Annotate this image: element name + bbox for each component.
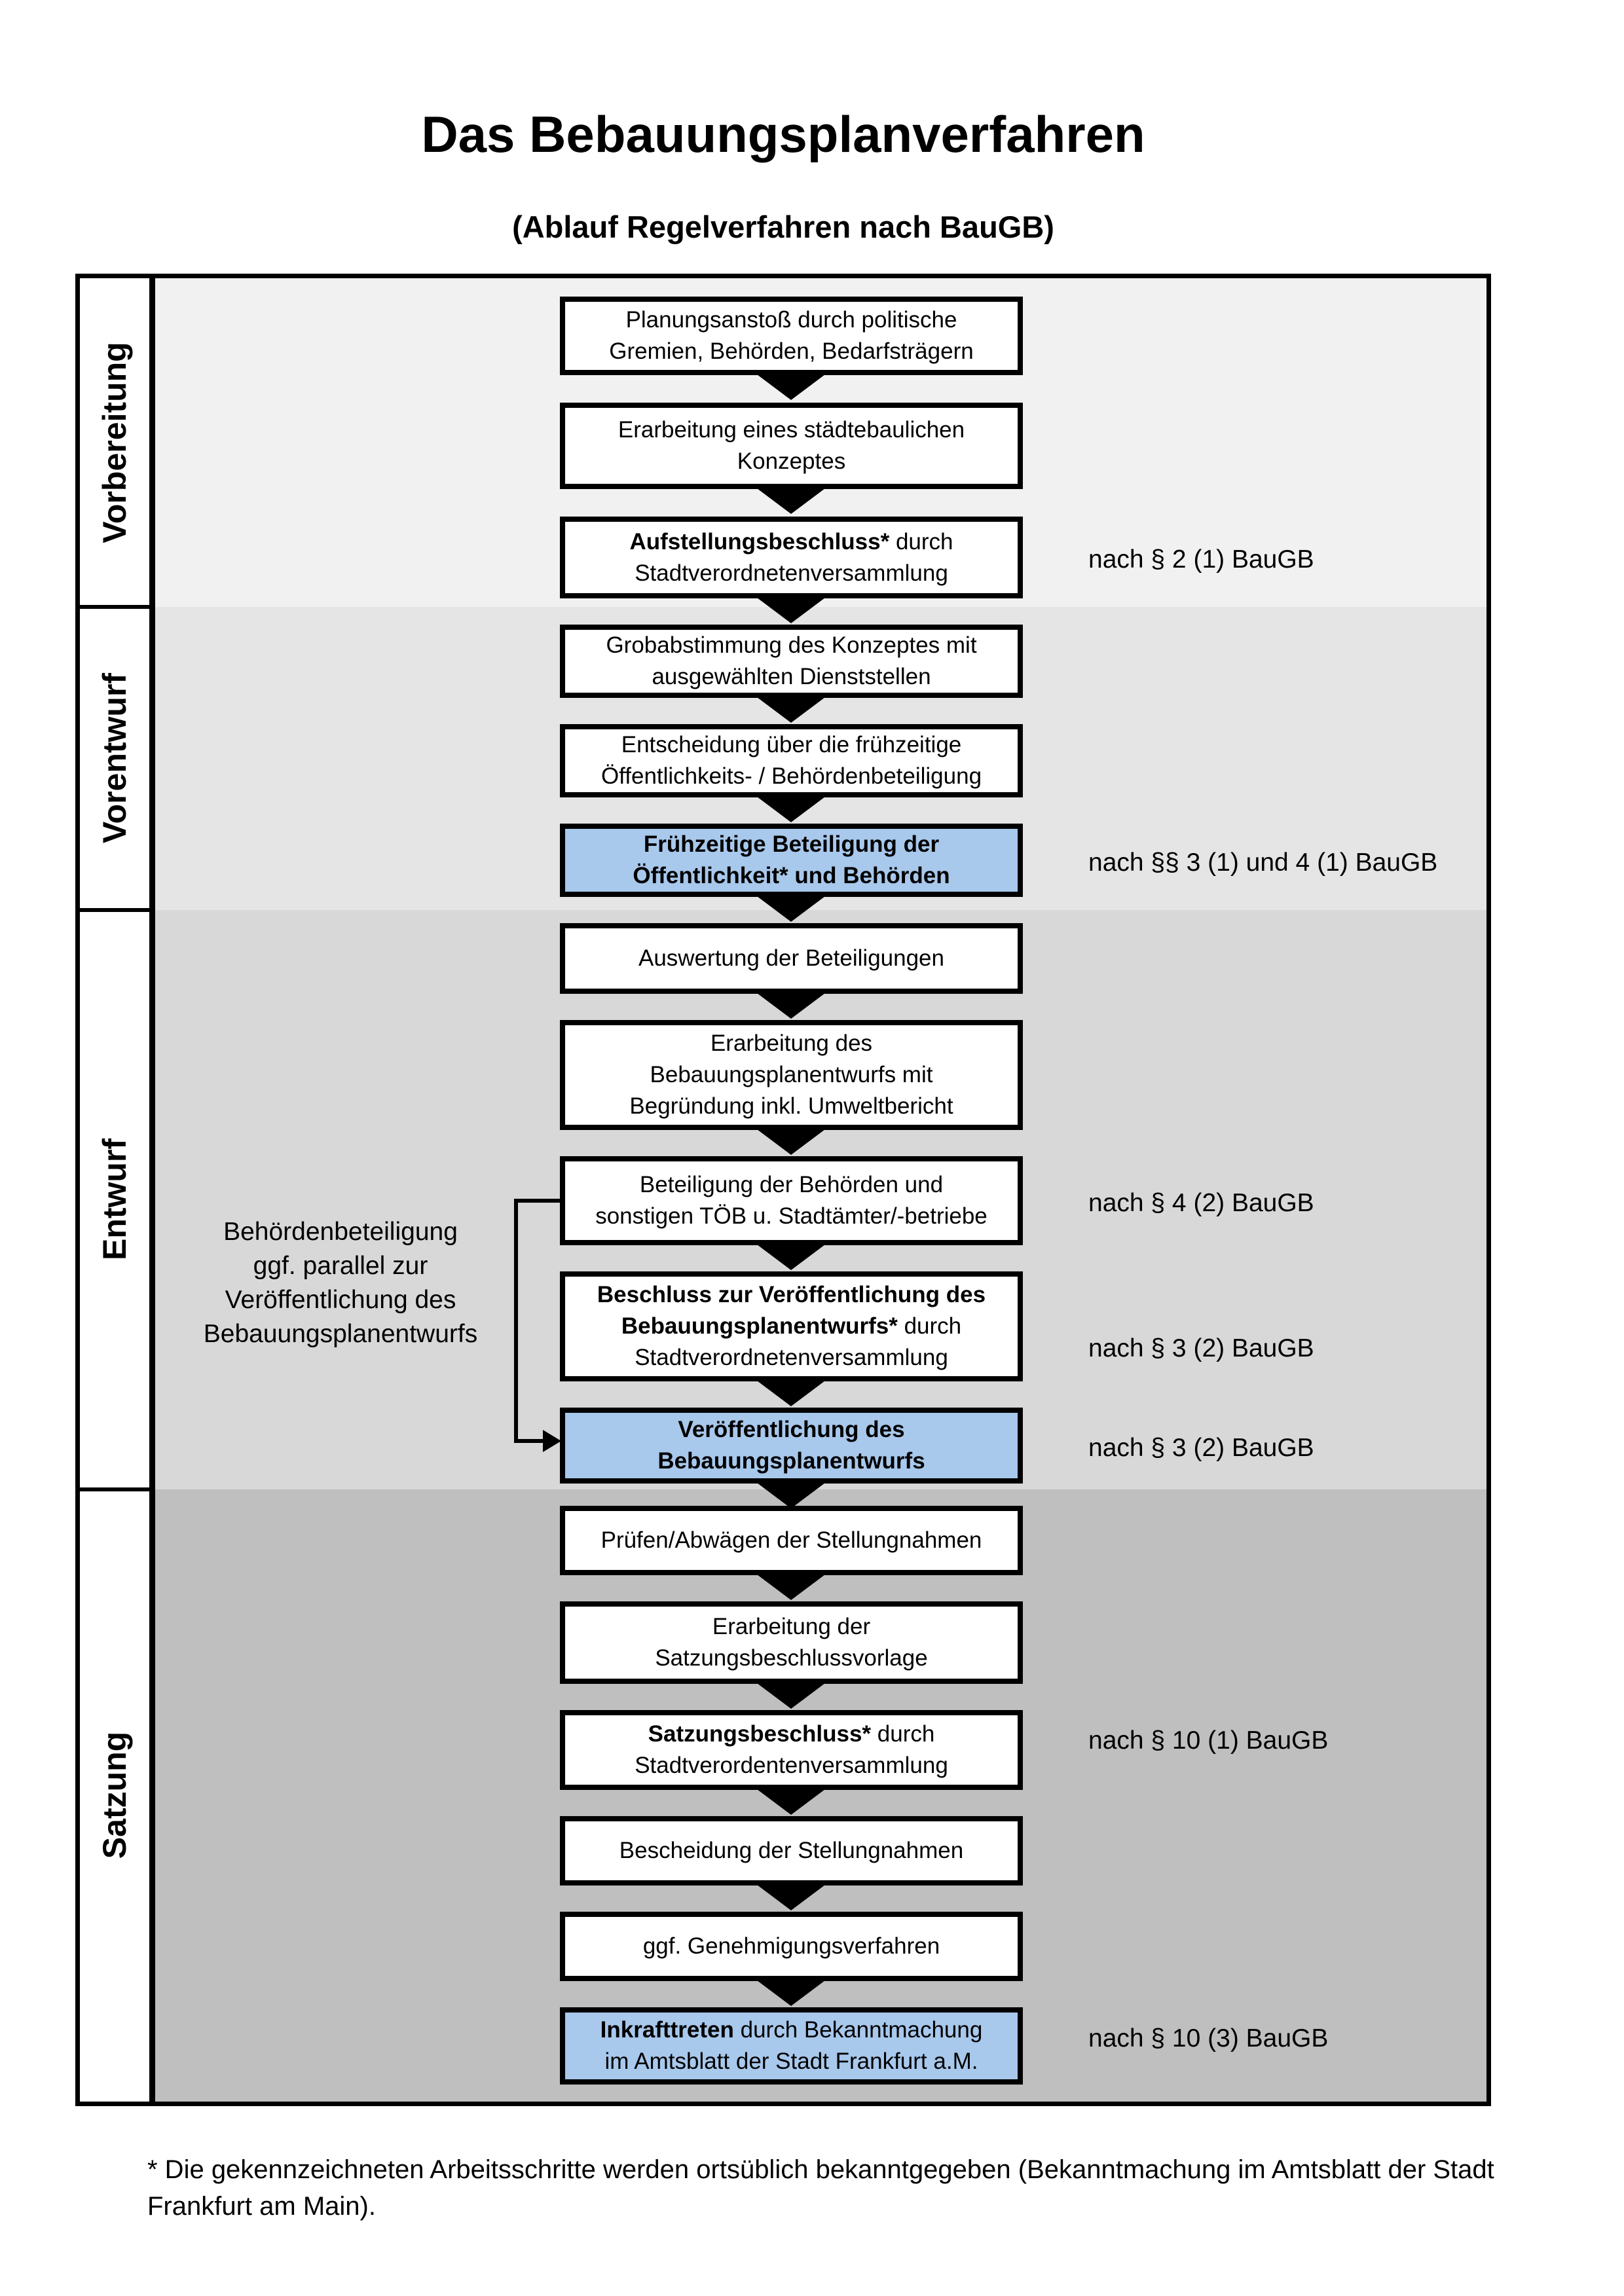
flow-box-inkrafttreten: Inkrafttreten durch Bekanntmachung im Am… (560, 2007, 1023, 2085)
legal-ref: nach § 2 (1) BauGB (1088, 545, 1314, 574)
flow-box-entscheidung-beteiligung: Entscheidung über die frühzeitige Öffent… (560, 724, 1023, 797)
page-title: Das Bebauungsplanverfahren (421, 105, 1145, 163)
connector-line (518, 1439, 544, 1443)
flow-box-planungsanstoss: Planungsanstoß durch politische Gremien,… (560, 297, 1023, 375)
footnote: * Die gekennzeichneten Arbeitsschritte w… (147, 2155, 1494, 2221)
arrow-down-icon (754, 1573, 828, 1600)
arrow-down-icon (754, 486, 828, 514)
legal-ref: nach §§ 3 (1) und 4 (1) BauGB (1088, 848, 1438, 877)
legal-ref: nach § 3 (2) BauGB (1088, 1334, 1314, 1362)
flow-box-genehmigungsverfahren: ggf. Genehmigungsverfahren (560, 1912, 1023, 1981)
phase-divider (80, 1487, 155, 1491)
phase-divider (80, 605, 155, 609)
flow-box-aufstellungsbeschluss: Aufstellungsbeschluss* durch Stadtverord… (560, 517, 1023, 598)
flow-box-staedtebauliches-konzept: Erarbeitung eines städtebaulichen Konzep… (560, 403, 1023, 489)
flow-box-veroeffentlichungsbeschluss: Beschluss zur Veröffentlichung des Bebau… (560, 1271, 1023, 1381)
connector-line (514, 1199, 560, 1203)
flow-box-entwurf-erarbeitung: Erarbeitung des Bebauungsplanentwurfs mi… (560, 1020, 1023, 1130)
arrow-down-icon (754, 1681, 828, 1709)
legal-ref: nach § 10 (3) BauGB (1088, 2024, 1329, 2052)
flow-box-veroeffentlichung: Veröffentlichung des Bebauungsplanentwur… (560, 1408, 1023, 1484)
legal-ref: nach § 3 (2) BauGB (1088, 1434, 1314, 1462)
arrow-down-icon (754, 1243, 828, 1270)
phase-column (80, 278, 155, 2102)
page-subtitle: (Ablauf Regelverfahren nach BauGB) (512, 210, 1054, 244)
arrow-down-icon (754, 991, 828, 1019)
arrow-down-icon (754, 1978, 828, 2006)
arrow-down-icon (754, 1127, 828, 1155)
arrow-down-icon (754, 596, 828, 623)
parallel-note: Behördenbeteiligung ggf. parallel zur Ve… (203, 1218, 478, 1348)
phase-label-satzung: Satzung (96, 1731, 133, 1859)
arrow-down-icon (754, 373, 828, 400)
legal-ref: nach § 4 (2) BauGB (1088, 1189, 1314, 1217)
phase-label-vorbereitung: Vorbereitung (96, 342, 133, 543)
legal-ref: nach § 10 (1) BauGB (1088, 1726, 1329, 1755)
flow-box-toeb-beteiligung: Beteiligung der Behörden und sonstigen T… (560, 1156, 1023, 1245)
flow-box-bescheidung: Bescheidung der Stellungnahmen (560, 1816, 1023, 1886)
flow-box-satzungsbeschluss: Satzungsbeschluss* durch Stadtverordente… (560, 1710, 1023, 1790)
phase-label-vorentwurf: Vorentwurf (96, 672, 133, 844)
connector-line (514, 1199, 518, 1443)
phase-divider (80, 908, 155, 912)
flow-box-fruehzeitige-beteiligung: Frühzeitige Beteiligung der Öffentlichke… (560, 824, 1023, 897)
arrow-down-icon (754, 894, 828, 922)
connector-arrow-right-icon (543, 1430, 561, 1452)
flow-box-satzungsvorlage: Erarbeitung der Satzungsbeschlussvorlage (560, 1601, 1023, 1684)
arrow-down-icon (754, 795, 828, 822)
phase-label-entwurf: Entwurf (96, 1138, 133, 1261)
flow-box-auswertung: Auswertung der Beteiligungen (560, 923, 1023, 994)
arrow-down-icon (754, 1787, 828, 1815)
arrow-down-icon (754, 1883, 828, 1910)
arrow-down-icon (754, 695, 828, 723)
arrow-down-icon (754, 1481, 828, 1508)
flow-box-grobabstimmung: Grobabstimmung des Konzeptes mit ausgewä… (560, 625, 1023, 698)
arrow-down-icon (754, 1379, 828, 1406)
flow-box-pruefen-abwaegen: Prüfen/Abwägen der Stellungnahmen (560, 1506, 1023, 1575)
